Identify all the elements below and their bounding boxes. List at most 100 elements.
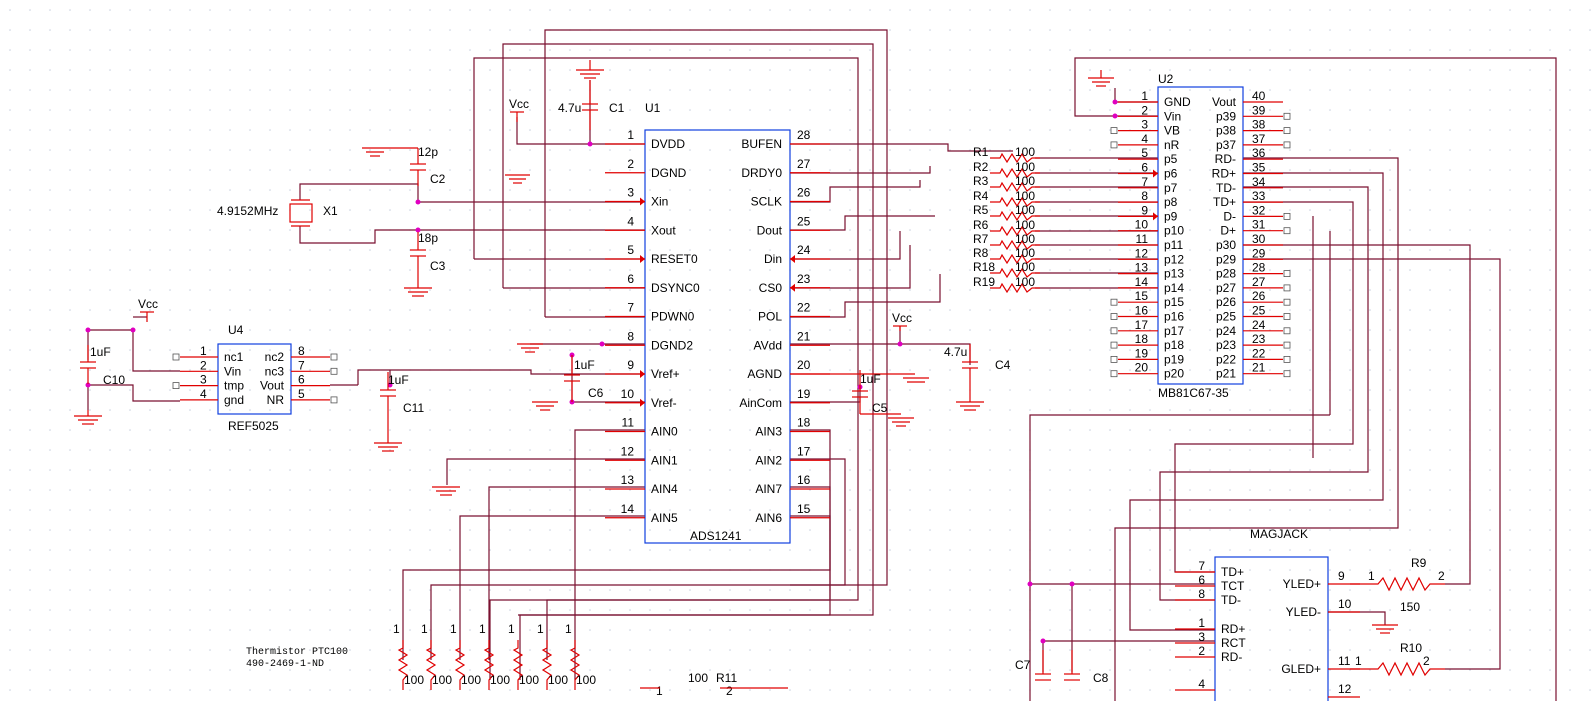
chip-u1-pin-number: 26 [797,186,811,200]
chip-u2-pin-p5: p5 [1164,152,1178,166]
no-connect-icon [1110,355,1118,363]
chip-u2-pin-number: 13 [1135,261,1149,275]
chip-u1-pin-number: 1 [627,128,634,142]
magjack-pin-yled+: YLED+ [1283,577,1321,591]
chip-u1-body[interactable] [644,129,791,544]
chip-u4-pin-number: 7 [298,358,305,372]
chip-u2-pin-p9: p9 [1164,209,1178,223]
ground-icon [1088,70,1114,87]
chip-u1-pin-number: 3 [627,186,634,200]
chip-u1-pin-vref+: Vref+ [651,367,680,381]
chip-u1-pin-pdwn0: PDWN0 [651,310,695,324]
chip-u1-pin-number: 23 [797,272,811,286]
chip-u1-pin-number: 28 [797,128,811,142]
chip-u1-pin-pol: POL [758,310,782,324]
chip-u2-pin-number: 8 [1141,189,1148,203]
chip-u2-pin-number: 38 [1252,118,1266,132]
svg-text:1: 1 [1368,569,1375,583]
no-connect-icon [1283,270,1291,278]
chip-u4-pin-nc2: nc2 [265,350,285,364]
ground-icon [432,486,460,496]
resistor-value: 100 [1015,218,1035,232]
no-connect-icon [1283,341,1291,349]
no-connect-icon [330,396,338,404]
resistor-value: 100 [1015,275,1035,289]
chip-u4-pin-number: 1 [200,344,207,358]
chip-u2-pin-number: 5 [1141,146,1148,160]
chip-u2-body[interactable] [1157,86,1244,385]
chip-u2-pin-number: 18 [1135,332,1149,346]
chip-u2-pin-p38: p38 [1216,124,1236,138]
no-connect-icon [1110,370,1118,378]
svg-text:C10: C10 [103,373,125,387]
chip-u2-pin-p37: p37 [1216,138,1236,152]
chip-u4-pin-number: 4 [200,387,207,401]
chip-u2-pin-rd-: RD- [1215,152,1236,166]
chip-u2-pin-p11: p11 [1164,238,1183,252]
svg-text:1uF: 1uF [574,358,595,372]
chip-u2-pin-number: 6 [1141,161,1148,175]
svg-text:R10: R10 [1400,641,1422,655]
magjack-pin-gled+: GLED+ [1281,662,1321,676]
resistor-ref: R8 [973,246,989,260]
no-connect-icon [1283,327,1291,335]
chip-u2-pin-number: 11 [1136,232,1149,246]
chip-u2-pin-p16: p16 [1164,310,1184,324]
chip-u1[interactable]: U1 ADS1241 1DVDD2DGND3Xin4Xout5RESET06DS… [605,101,830,544]
chip-u2-pin-number: 16 [1135,304,1149,318]
chip-u2-pin-rd+: RD+ [1212,167,1236,181]
svg-text:R9: R9 [1411,556,1427,570]
chip-u2-pin-p29: p29 [1216,252,1236,266]
chip-u4-body[interactable] [217,343,292,415]
chip-u2-pin-p15: p15 [1164,295,1184,309]
chip-u2-pin-number: 23 [1252,332,1266,346]
chip-u2-pin-number: 26 [1252,289,1266,303]
svg-text:2: 2 [1438,569,1445,583]
ground-icon [956,385,984,411]
chip-u1-pin-ain6: AIN6 [755,511,782,525]
resistor-value: 100 [1015,145,1035,159]
thermistor-pin: 1 [421,622,428,636]
chip-u4-pin-number: 8 [298,344,305,358]
svg-text:4.7u: 4.7u [944,345,967,359]
chip-u1-pin-number: 4 [627,214,634,228]
chip-u1-pin-avdd: AVdd [754,338,782,352]
thermistor-pin: 1 [565,622,572,636]
chip-u2-pin-number: 22 [1252,346,1266,360]
thermistor-row: Thermistor PTC100 490-2469-1-ND 11001100… [246,622,596,690]
vcc-label: Vcc [138,297,158,311]
resistor-value: 100 [1015,174,1035,188]
vcc-icon: Vcc [509,97,529,122]
chip-u2-pin-p12: p12 [1164,252,1184,266]
crystal-x1: 4.9152MHz X1 [217,199,338,227]
chip-u2-pin-number: 4 [1141,132,1148,146]
magjack-pin-number: 4 [1198,677,1205,691]
chip-u2-pin-number: 35 [1252,161,1266,175]
chip-u2-pin-number: 27 [1252,275,1266,289]
svg-text:C6: C6 [588,386,604,400]
resistor-value: 100 [1015,203,1035,217]
chip-u2-pin-number: 39 [1252,103,1266,117]
chip-u1-pin-number: 14 [621,502,635,516]
chip-u4-pin-vin: Vin [224,364,241,378]
svg-text:1: 1 [656,684,663,698]
chip-u2-pin-vout: Vout [1212,95,1237,109]
vcc-icon: Vcc [892,311,912,331]
magjack-pin-td+: TD+ [1221,565,1244,579]
svg-text:1uF: 1uF [388,373,409,387]
magjack-body[interactable] [1214,556,1329,701]
no-connect-icon [1283,355,1291,363]
ground-icon [532,401,558,411]
